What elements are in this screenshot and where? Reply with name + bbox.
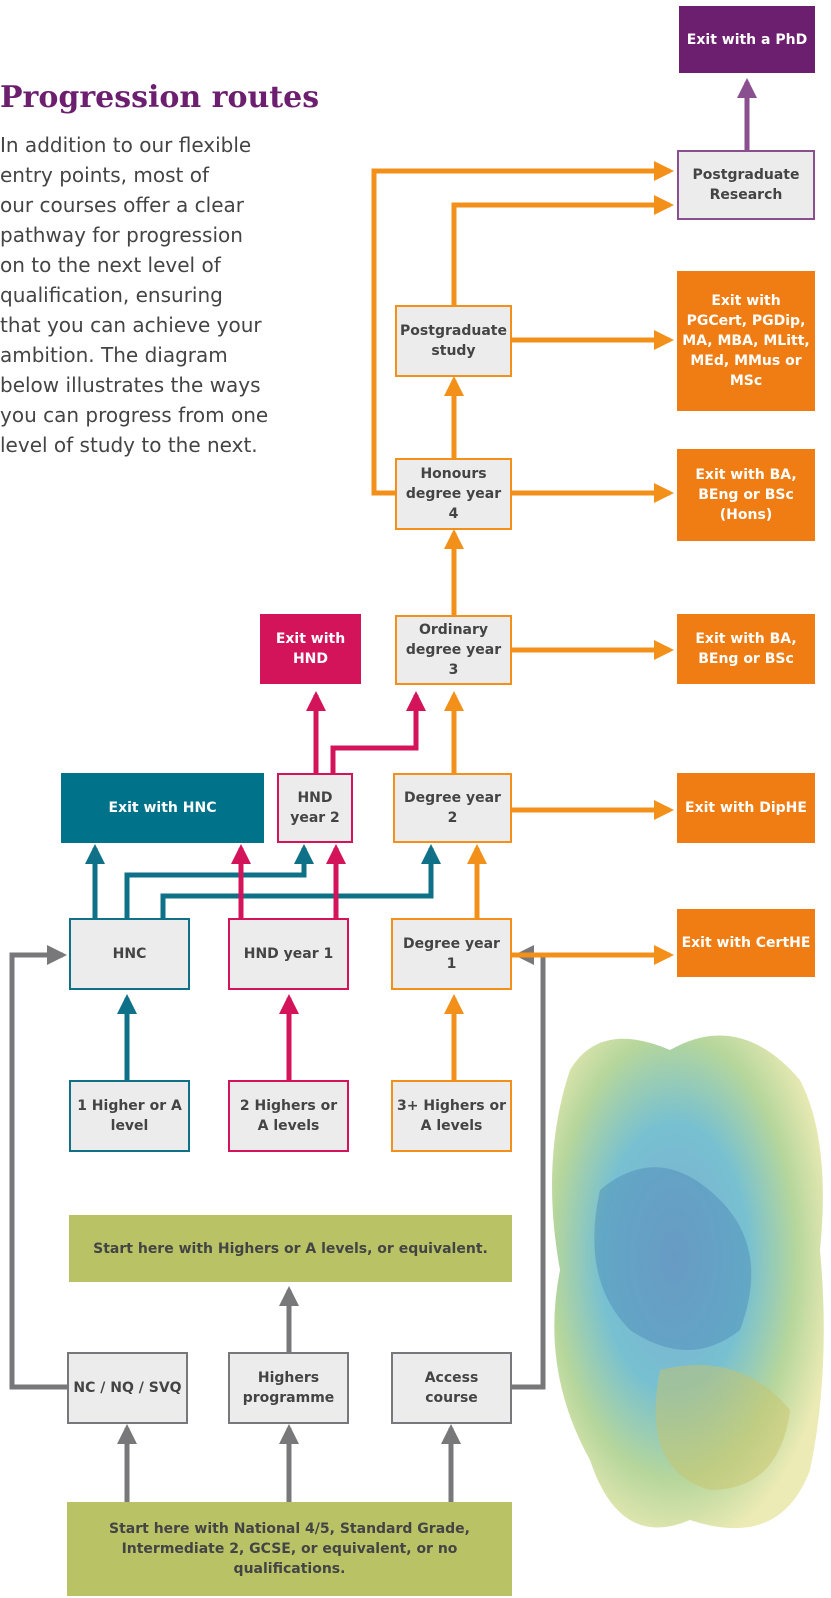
arrow-hnc-to-degree2 [160, 844, 441, 918]
arrow-access-to-degree1 [512, 945, 546, 1390]
three-highers-box: 3+ Highers or A levels [391, 1080, 512, 1152]
degree-year1-box: Degree year 1 [391, 918, 512, 990]
start-highers-banner: Start here with Highers or A levels, or … [69, 1215, 512, 1282]
arrow-nc-to-hnc [9, 945, 70, 1390]
intro-line: qualification, ensuring [0, 283, 223, 307]
intro-line: our courses offer a clear [0, 193, 244, 217]
students-watercolour-image [552, 1035, 824, 1529]
postgraduate-research-box: Postgraduate Research [677, 150, 815, 220]
highers-programme-box: Highers programme [228, 1352, 349, 1424]
hnc-box: HNC [69, 918, 190, 990]
intro-line: that you can achieve your [0, 313, 262, 337]
intro-line: entry points, most of [0, 163, 209, 187]
access-course-box: Access course [391, 1352, 512, 1424]
exit-hnd-box: Exit with HND [260, 614, 361, 684]
start-national-banner: Start here with National 4/5, Standard G… [67, 1502, 512, 1596]
intro-line: In addition to our flexible [0, 133, 252, 157]
intro-line: below illustrates the ways [0, 373, 261, 397]
exit-hons-box: Exit with BA, BEng or BSc (Hons) [677, 449, 815, 541]
arrow-hnc-to-hnd2 [124, 844, 314, 918]
exit-hnc-box: Exit with HNC [61, 773, 264, 843]
arrow-hnd2-to-ordinary [330, 691, 426, 773]
degree-year2-box: Degree year 2 [393, 773, 512, 843]
exit-certhe-box: Exit with CertHE [677, 909, 815, 977]
exit-diphe-box: Exit with DipHE [677, 773, 815, 843]
exit-phd-box: Exit with a PhD [679, 6, 815, 73]
intro-line: level of study to the next. [0, 433, 258, 457]
intro-line: pathway for progression [0, 223, 243, 247]
honours-degree-box: Honours degree year 4 [395, 458, 512, 530]
hnd-year2-box: HND year 2 [277, 773, 353, 843]
intro-line: you can progress from one [0, 403, 269, 427]
nc-nq-svq-box: NC / NQ / SVQ [67, 1352, 188, 1424]
hnd-year1-box: HND year 1 [228, 918, 349, 990]
ordinary-degree-box: Ordinary degree year 3 [395, 615, 512, 685]
intro-line: on to the next level of [0, 253, 221, 277]
arrow-pgstudy-to-pg-research [451, 195, 674, 305]
exit-pg-box: Exit with PGCert, PGDip, MA, MBA, MLitt,… [677, 271, 815, 411]
arrow-honours-to-pg-research [371, 161, 674, 496]
postgraduate-study-box: Postgraduate study [395, 305, 512, 377]
exit-ordinary-box: Exit with BA, BEng or BSc [677, 614, 815, 684]
one-higher-box: 1 Higher or A level [69, 1080, 190, 1152]
two-highers-box: 2 Highers or A levels [228, 1080, 349, 1152]
intro-paragraph: In addition to our flexible entry points… [0, 130, 310, 460]
intro-line: ambition. The diagram [0, 343, 228, 367]
page-title: Progression routes [0, 80, 320, 115]
